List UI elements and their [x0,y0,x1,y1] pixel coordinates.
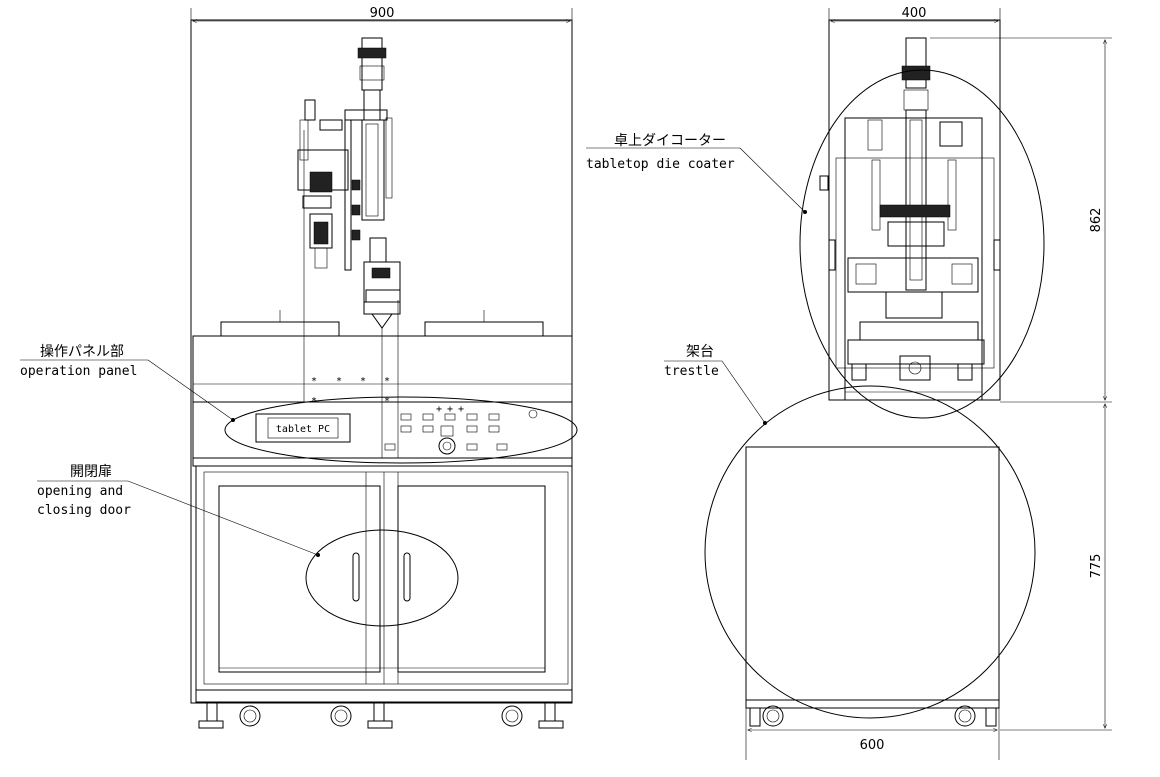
side-width-label: 400 [902,6,927,21]
left-door-panel [218,485,381,673]
lower-height-label: 775 [1089,554,1104,579]
operation-panel-label-jp: 操作パネル部 [40,344,124,360]
left-platform [220,321,340,337]
front-width-dimension [190,8,573,22]
trestle-label-en: trestle [664,364,719,379]
tablet-pc [255,413,351,443]
left-door-handle [352,552,360,602]
right-door-handle [403,552,411,602]
door-label-en-1: opening and [37,484,123,499]
svg-text:*: * [336,376,342,387]
side-width-dimension [828,8,1001,22]
right-platform [424,321,544,337]
front-feet [198,702,564,729]
trestle-callout-circle [704,385,1036,719]
panel-buttons: + + + [384,404,538,455]
front-coater-mechanism [297,37,401,458]
front-enclosure-outline [190,19,573,704]
trestle-label-jp: 架台 [686,344,714,360]
front-width-label: 900 [370,6,395,21]
operation-panel-band [192,401,573,459]
base-width-dimension [745,708,1000,760]
front-upper-body [192,335,573,403]
tablet-pc-label: tablet PC [276,424,330,435]
svg-text:+: + [436,404,442,415]
svg-text:+: + [447,404,453,415]
svg-text:+: + [458,404,464,415]
base-width-label: 600 [860,738,885,753]
door-label-en-2: closing door [37,503,131,518]
coater-label-jp: 卓上ダイコーター [614,133,726,149]
door-callout-ellipse [305,529,459,627]
svg-text:*: * [311,376,317,387]
right-door-panel [397,485,546,673]
coater-callout-ellipse [799,69,1045,419]
operation-panel-callout-ellipse [224,396,578,464]
front-view: tablet PC +++ ** ** ** [190,19,578,729]
svg-text:*: * [384,396,390,407]
emergency-stop [528,409,538,419]
side-view [704,19,1045,727]
upper-height-label: 862 [1089,208,1104,233]
front-leaders [20,359,320,557]
vertical-dimensions [930,37,1112,731]
operation-panel-label-en: operation panel [20,364,137,379]
svg-text:*: * [360,376,366,387]
svg-text:*: * [384,376,390,387]
panel-dial [438,437,456,455]
side-leaders [586,147,807,425]
door-label-jp: 開閉扉 [70,464,112,480]
coater-label-en: tabletop die coater [586,157,735,172]
side-trestle-body [745,446,1000,701]
